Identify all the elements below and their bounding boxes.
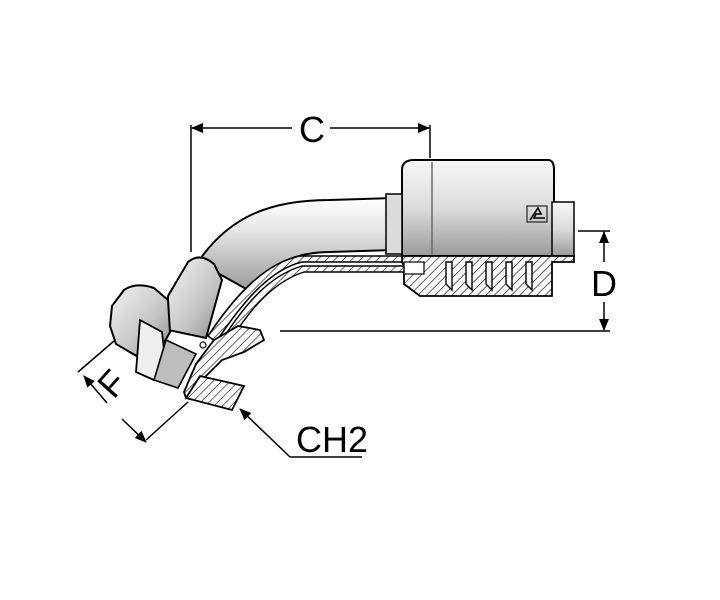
ferrule-inner-groove — [403, 261, 425, 275]
ch2-label: CH2 — [296, 419, 368, 460]
dimension-f-bottom-line — [121, 418, 147, 443]
dimension-f-bottom-extension — [145, 401, 189, 441]
swivel-body — [167, 256, 224, 340]
ferrule — [401, 159, 555, 257]
dimension-d: D — [280, 230, 617, 332]
o-ring-icon — [199, 341, 207, 349]
ch2-leader-line — [239, 408, 291, 458]
ferrule-collar — [385, 193, 403, 255]
dimension-f-top-extension — [77, 340, 115, 373]
dimension-f-label: F — [89, 362, 134, 406]
hose-insert-end — [551, 201, 575, 257]
nut-section-flat — [184, 374, 246, 412]
dimension-c: C — [190, 109, 431, 252]
ferrule-teeth — [445, 261, 533, 292]
tube-inner-wall-section — [221, 265, 405, 345]
dimension-ch2: CH2 — [239, 408, 368, 460]
bent-tube — [196, 196, 393, 292]
tube-wall-section — [206, 255, 403, 344]
hex-nut-side — [153, 338, 198, 389]
dimension-f-top-line — [83, 375, 108, 404]
dimension-c-label: C — [299, 109, 325, 150]
dimension-d-label: D — [591, 263, 617, 304]
fitting-body — [108, 159, 575, 412]
manufacturer-logo-icon — [526, 205, 548, 223]
nut-section — [183, 325, 266, 400]
